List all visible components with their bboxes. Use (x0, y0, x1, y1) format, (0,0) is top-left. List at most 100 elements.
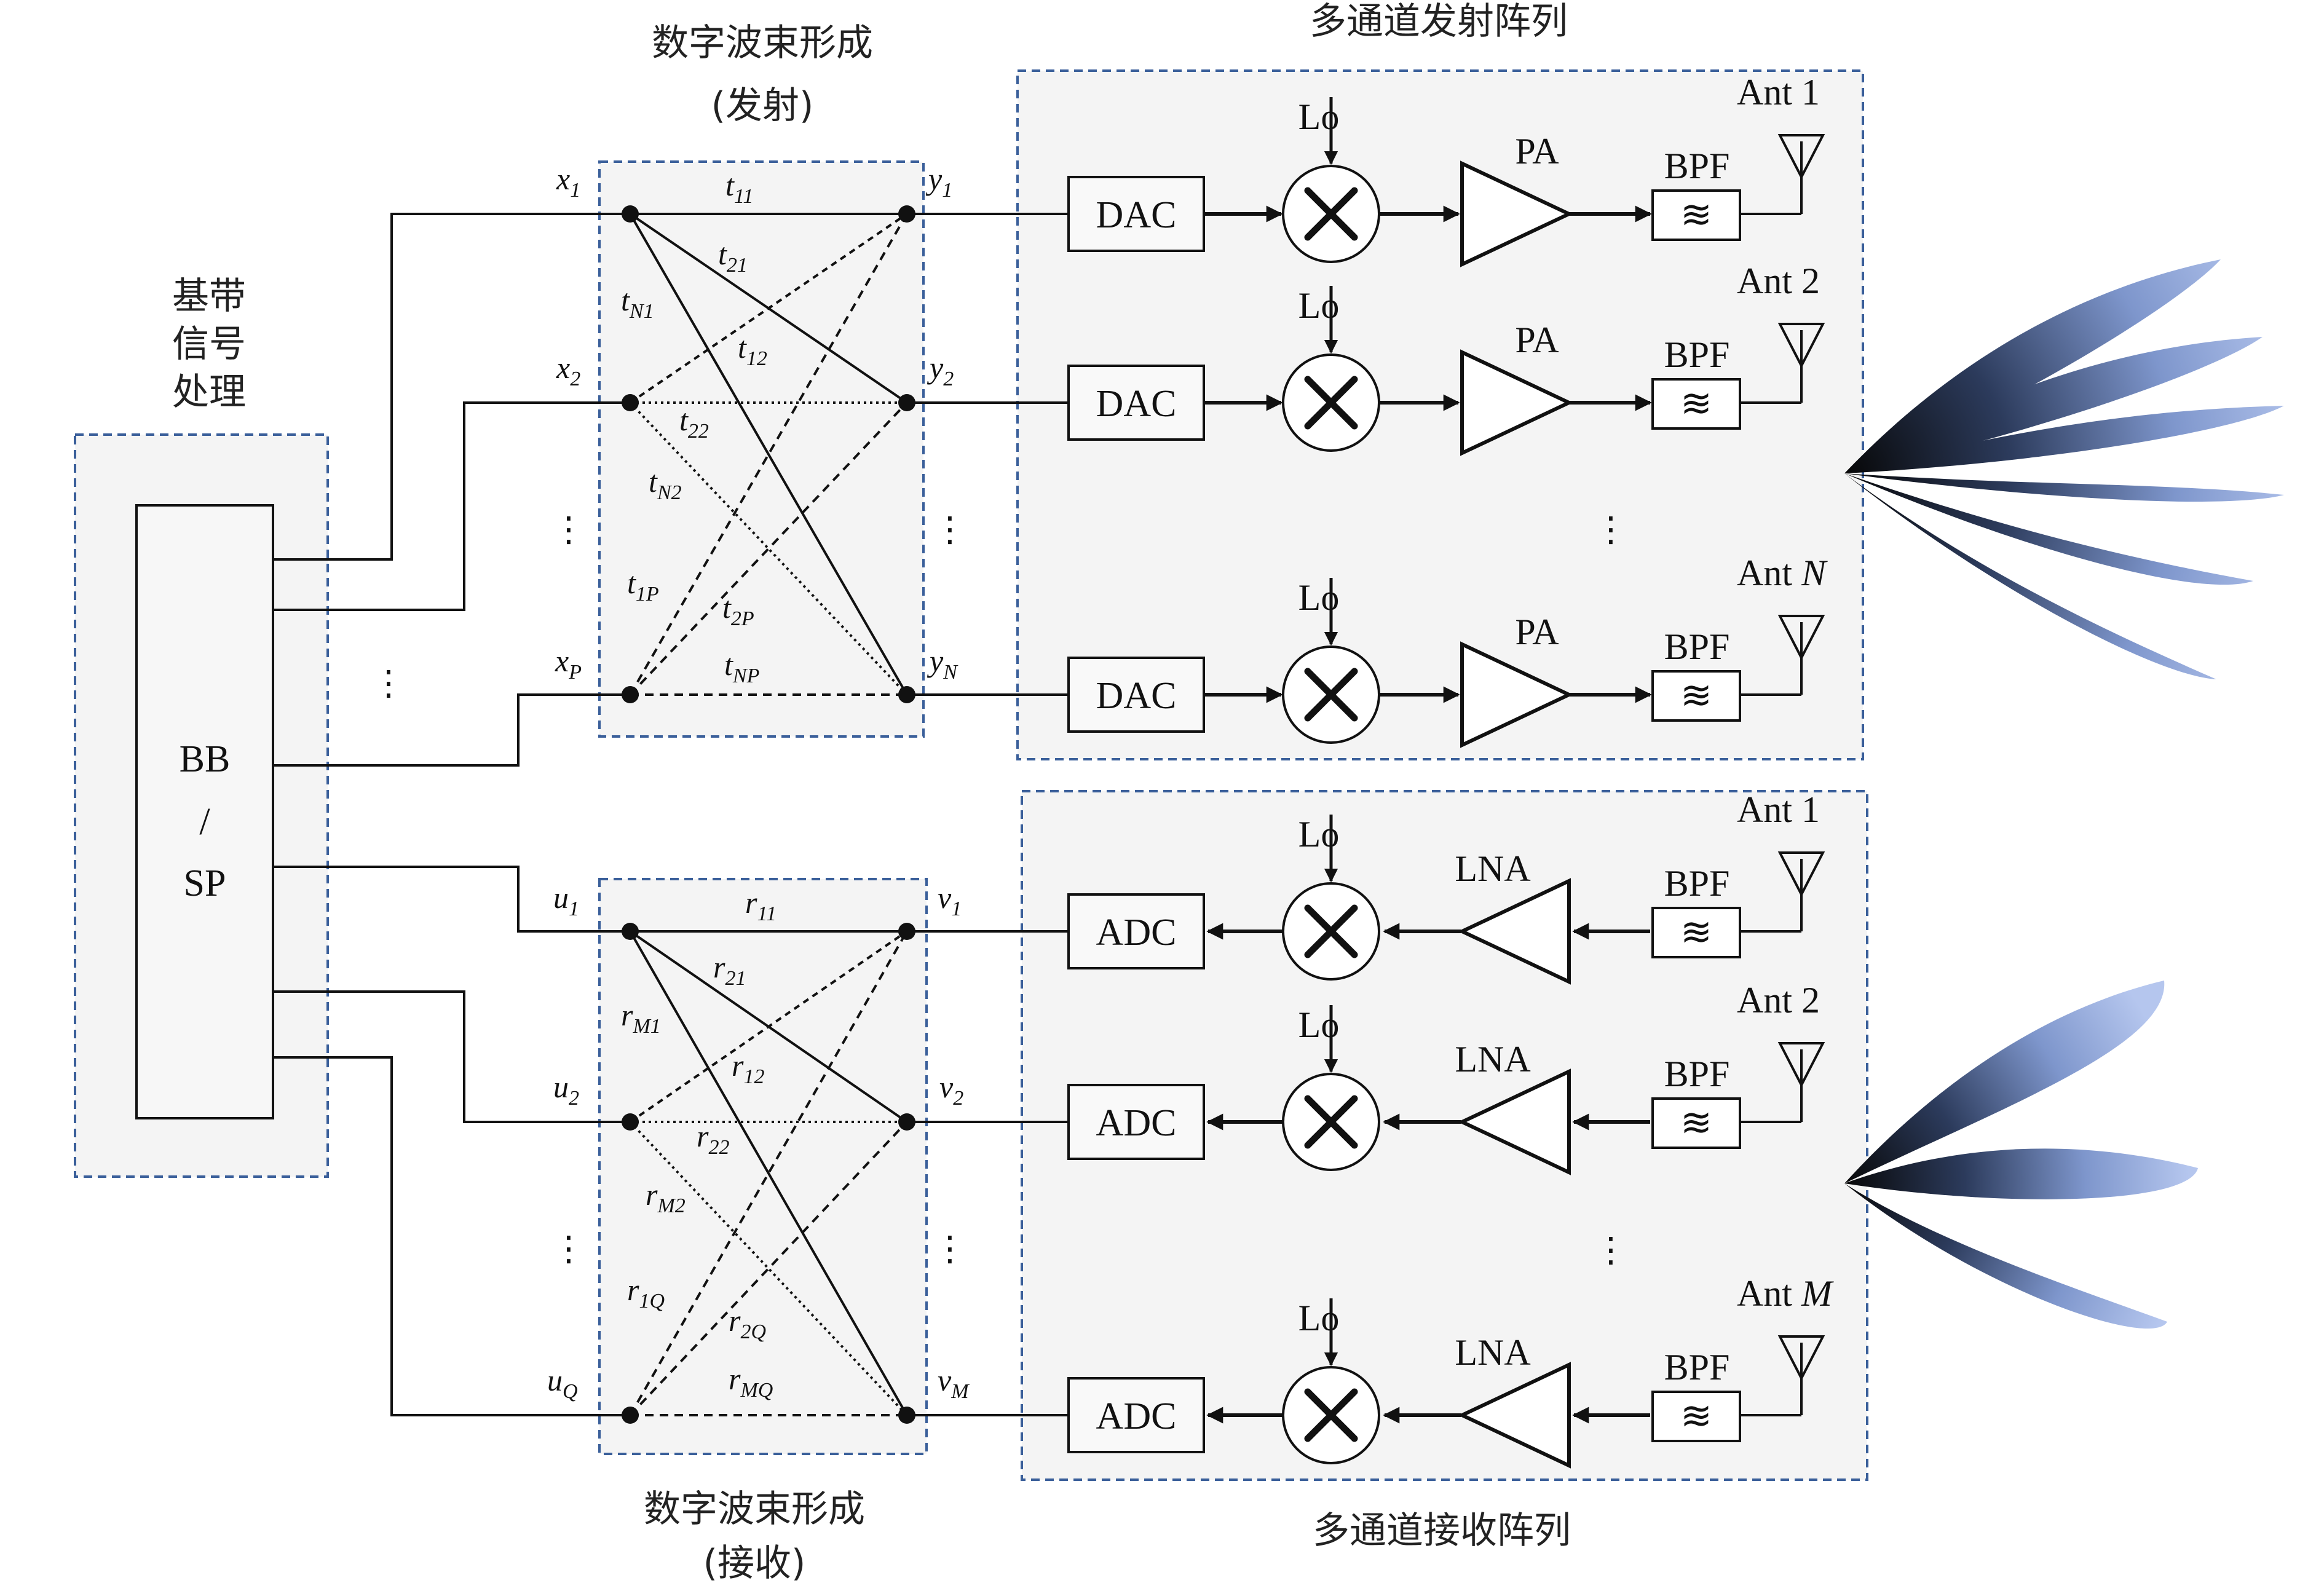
lo-label: Lo (1298, 285, 1340, 326)
adc-block (1067, 893, 1205, 969)
dac-label: DAC (1096, 194, 1177, 236)
pa-amplifier (1460, 641, 1574, 748)
tx-output-vdots: ⋮ (933, 510, 967, 550)
baseband-wiring (273, 213, 628, 1416)
pa-label: PA (1515, 320, 1559, 360)
baseband-title-line3: 处理 (172, 371, 246, 414)
pa-amplifier (1460, 160, 1574, 267)
rx-input-label: uQ (547, 1363, 578, 1403)
lo-label: Lo (1298, 577, 1340, 618)
lna-amplifier (1457, 878, 1571, 985)
dac-block (1067, 176, 1205, 252)
tx-beam-pattern (1844, 259, 2284, 679)
bb-sp-block (135, 504, 274, 1119)
adc-label: ADC (1096, 1102, 1177, 1144)
tx-bpf-glyph: ≋ (1680, 675, 1712, 717)
adc-label: ADC (1096, 912, 1177, 953)
tx-array-title: 多通道发射阵列 (1310, 0, 1568, 43)
tx-bf-title: 数字波束形成 (652, 22, 873, 65)
tx-bpf-glyph: ≋ (1680, 383, 1712, 425)
tx-weight-line (629, 213, 908, 695)
lna-label: LNA (1455, 1332, 1530, 1373)
tx-mixer-x (1304, 668, 1358, 722)
tx-input-vdots: ⋮ (551, 510, 586, 550)
tx-weight-line (629, 213, 908, 404)
tx-antenna-label: Ant N (1737, 553, 1828, 593)
bpf-label: BPF (1664, 1054, 1730, 1094)
baseband-title-line2: 信号 (172, 323, 246, 366)
rx-input-node (622, 923, 639, 940)
lna-label: LNA (1455, 848, 1530, 889)
rx-output-label: v1 (938, 880, 962, 920)
tx-input-node (622, 394, 639, 411)
bpf-label: BPF (1664, 146, 1730, 186)
lo-label: Lo (1298, 1005, 1340, 1045)
adc-block (1067, 1377, 1205, 1453)
rx-bpf-glyph: ≋ (1680, 912, 1712, 953)
rx-antenna-label: Ant 1 (1737, 789, 1820, 830)
rx-antenna-label: Ant M (1737, 1273, 1834, 1314)
rx-input-vdots: ⋮ (551, 1229, 586, 1269)
rx-bpf-glyph: ≋ (1680, 1102, 1712, 1144)
lo-label: Lo (1298, 97, 1340, 137)
tx-bf-subtitle: (发射) (711, 84, 814, 127)
pa-label: PA (1515, 131, 1559, 172)
rx-antenna-label: Ant 2 (1737, 980, 1820, 1020)
baseband-title-line1: 基带 (172, 275, 246, 318)
adc-block (1067, 1084, 1205, 1160)
rx-chain-vdots: ⋮ (1594, 1230, 1628, 1270)
rx-mixer-x (1304, 1388, 1358, 1442)
rx-array-title: 多通道接收阵列 (1313, 1509, 1571, 1552)
tx-input-label: x2 (556, 350, 580, 390)
rx-antenna-icon (1777, 1335, 1825, 1415)
rx-bf-title: 数字波束形成 (644, 1488, 865, 1531)
rx-weight-line (629, 930, 908, 1123)
bpf-label: BPF (1664, 334, 1730, 375)
tx-antenna-icon (1777, 323, 1825, 403)
tx-weight-line (629, 213, 908, 695)
pa-amplifier (1460, 349, 1574, 456)
bb-slash: / (199, 801, 210, 843)
rx-output-label: v2 (939, 1070, 963, 1110)
tx-bpf (1651, 189, 1741, 241)
lna-amplifier (1457, 1068, 1571, 1175)
tx-chain-vdots: ⋮ (1594, 510, 1628, 550)
tx-input-node (622, 205, 639, 223)
rx-input-label: u1 (553, 880, 579, 920)
tx-antenna-label: Ant 1 (1737, 72, 1820, 113)
pa-label: PA (1515, 612, 1559, 652)
tx-mixer-x (1304, 187, 1358, 241)
tx-beamforming-panel (598, 160, 925, 738)
lna-label: LNA (1455, 1039, 1530, 1080)
lo-label: Lo (1298, 814, 1340, 855)
tx-weight-line (629, 401, 908, 696)
rx-beam-pattern (1844, 981, 2198, 1329)
tx-output-label: yN (927, 644, 958, 684)
tx-bpf-glyph: ≋ (1680, 194, 1712, 236)
baseband-vdots: ⋮ (371, 663, 406, 703)
sp-label: SP (184, 863, 226, 904)
bpf-label: BPF (1664, 1347, 1730, 1388)
rx-weight-line (629, 931, 908, 1416)
rx-weight-line (629, 1121, 908, 1416)
rx-antenna-icon (1777, 1042, 1825, 1122)
dac-block (1067, 365, 1205, 441)
tx-output-label: y1 (925, 162, 952, 202)
tx-input-label: xP (555, 644, 582, 684)
rx-mixer-x (1304, 904, 1358, 958)
bpf-label: BPF (1664, 863, 1730, 904)
tx-mixer-x (1304, 376, 1358, 430)
dac-label: DAC (1096, 383, 1177, 425)
tx-input-node (622, 686, 639, 703)
rx-mixer-x (1304, 1095, 1358, 1149)
rx-bf-subtitle: (接收) (703, 1542, 806, 1583)
rx-bpf (1651, 1097, 1741, 1149)
rx-antenna-icon (1777, 851, 1825, 931)
rx-output-label: vM (938, 1363, 970, 1403)
lo-label: Lo (1298, 1298, 1340, 1338)
adc-label: ADC (1096, 1395, 1177, 1437)
tx-antenna-label: Ant 2 (1737, 261, 1820, 301)
dac-label: DAC (1096, 675, 1177, 717)
